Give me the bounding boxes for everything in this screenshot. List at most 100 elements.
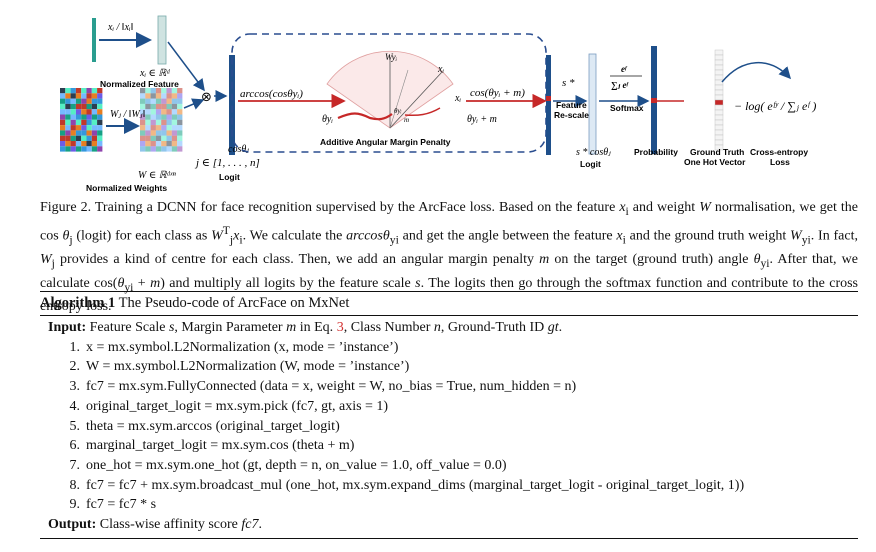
matrix-cell xyxy=(70,88,76,94)
matrix-cell xyxy=(177,93,183,99)
algorithm-step: 3.fc7 = mx.sym.FullyConnected (data = x,… xyxy=(40,377,858,397)
matrix-cell xyxy=(75,88,82,94)
xi-small-label: xᵢ xyxy=(454,93,461,104)
matrix-cell xyxy=(81,119,87,126)
matrix-cell xyxy=(91,135,98,141)
step-number: 5. xyxy=(69,418,81,434)
matrix-cell xyxy=(150,125,156,131)
algorithm-step: 8.fc7 = fc7 + mx.sym.broadcast_mul (one_… xyxy=(40,476,858,496)
margin-line xyxy=(389,69,409,129)
matrix-cell xyxy=(166,125,172,131)
matrix-cell xyxy=(161,135,167,141)
xi-direction-line xyxy=(389,71,443,129)
caption-text: . The logits then go through the softmax… xyxy=(40,275,859,314)
matrix-cell xyxy=(171,93,178,99)
matrix-cell xyxy=(177,119,183,126)
matrix-cell xyxy=(60,98,66,104)
matrix-cell xyxy=(150,88,156,94)
var-x: x xyxy=(619,200,626,215)
norm-weight-fraction: Wⱼ / ‖Wⱼ‖ xyxy=(110,109,146,120)
one-hot-cell xyxy=(714,84,724,91)
matrix-cell xyxy=(75,141,82,147)
var-x: x xyxy=(616,228,623,244)
matrix-cell xyxy=(70,114,76,120)
matrix-cell xyxy=(166,141,172,147)
one-hot-cell xyxy=(714,114,724,121)
algorithm-step: 2.W = mx.symbol.L2Normalization (W, mode… xyxy=(40,357,858,377)
matrix-cell xyxy=(150,98,156,104)
matrix-cell xyxy=(60,93,66,99)
matrix-cell xyxy=(81,130,87,136)
target-logit-mark xyxy=(546,96,551,101)
matrix-cell xyxy=(150,130,156,136)
loss-arrow xyxy=(721,62,792,83)
feature-to-product-arrow xyxy=(167,41,205,92)
matrix-cell xyxy=(145,119,151,126)
one-hot-cell xyxy=(714,89,724,96)
output-text: . xyxy=(258,517,263,533)
arccos-label: arccos(cosθyᵢ) xyxy=(240,88,303,100)
matrix-cell xyxy=(177,109,183,115)
matrix-cell xyxy=(86,130,92,136)
sub-i: i xyxy=(239,233,243,247)
matrix-cell xyxy=(140,103,146,110)
one-hot-cell xyxy=(714,139,724,146)
matrix-cell xyxy=(150,135,156,141)
matrix-cell xyxy=(150,103,156,110)
matrix-cell xyxy=(81,125,87,131)
step-code: W = mx.symbol.L2Normalization (W, mode =… xyxy=(86,359,410,375)
matrix-cell xyxy=(70,98,76,104)
var-W: W xyxy=(790,228,802,244)
matrix-cell xyxy=(70,119,76,126)
loss-formula: − log( eᶠʸ / ∑ⱼ eᶠ ) xyxy=(734,99,816,113)
matrix-cell xyxy=(65,98,71,104)
matrix-cell xyxy=(171,98,178,104)
var-theta: θ xyxy=(62,228,70,244)
matrix-cell xyxy=(171,119,178,126)
matrix-cell xyxy=(171,114,178,120)
one-hot-cell xyxy=(714,144,724,151)
matrix-cell xyxy=(75,135,82,141)
equation-reference-link[interactable]: 3 xyxy=(336,320,344,335)
matrix-cell xyxy=(86,93,92,99)
matrix-cell xyxy=(81,146,87,152)
input-var-m: m xyxy=(286,320,297,335)
logit-right-label: Logit xyxy=(580,159,601,169)
matrix-cell xyxy=(65,125,71,131)
matrix-cell xyxy=(166,114,172,120)
matrix-cell xyxy=(81,88,87,94)
cos-theta-j-label: cosθⱼ xyxy=(228,144,249,155)
matrix-cell xyxy=(166,135,172,141)
var-W: W xyxy=(211,228,223,244)
matrix-cell xyxy=(161,88,167,94)
matrix-cell xyxy=(86,146,92,152)
matrix-cell xyxy=(70,141,76,147)
algorithm-step: 9.fc7 = fc7 * s xyxy=(40,495,858,515)
matrix-cell xyxy=(177,146,183,152)
algorithm-steps: 1.x = mx.symbol.L2Normalization (x, mode… xyxy=(40,338,858,515)
algorithm-output: Output: Class-wise affinity score fc7. xyxy=(40,515,858,535)
input-var-gt: gt xyxy=(547,320,559,335)
matrix-cell xyxy=(145,141,151,147)
matrix-cell xyxy=(81,109,87,115)
matrix-cell xyxy=(177,125,183,131)
matrix-cell xyxy=(150,119,156,126)
matrix-cell xyxy=(65,103,71,110)
one-hot-cell xyxy=(714,49,724,56)
input-text: , Ground-Truth ID xyxy=(440,320,548,335)
output-text: Class-wise affinity score xyxy=(96,517,242,533)
algorithm-step: 1.x = mx.symbol.L2Normalization (x, mode… xyxy=(40,338,858,358)
matrix-cell xyxy=(166,130,172,136)
var-arccos: arccosθ xyxy=(346,228,390,244)
caption-text: on the target (ground truth) angle xyxy=(549,252,754,268)
probability-label: Probability xyxy=(634,147,678,157)
input-text: Feature Scale xyxy=(86,320,169,335)
margin-penalty-title: Additive Angular Margin Penalty xyxy=(320,137,451,147)
softmax-label: Softmax xyxy=(610,103,644,113)
matrix-cell xyxy=(91,103,98,110)
cos-theta-m-label: cos(θyᵢ + m) xyxy=(470,87,525,99)
algorithm-label: Algorithm 1 xyxy=(40,295,116,311)
matrix-cell xyxy=(161,109,167,115)
var-theta: θ xyxy=(117,275,125,291)
input-text: , Class Number xyxy=(343,320,434,335)
